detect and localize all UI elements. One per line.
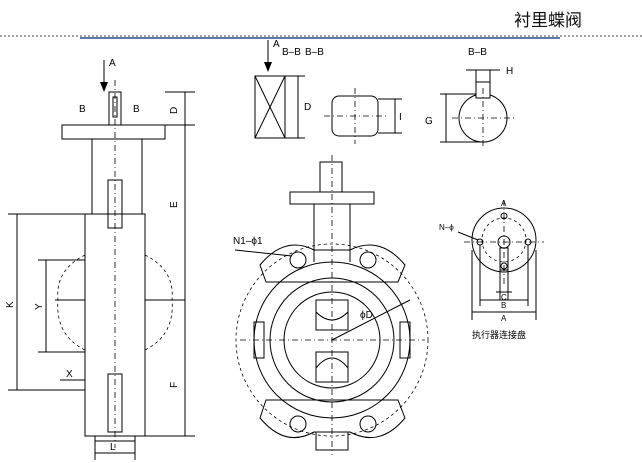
section-a-arrow: A <box>273 39 280 50</box>
side-dim-e: E <box>169 201 180 208</box>
front-view: ϕD N1–ϕ1 <box>233 155 429 455</box>
section-view-a: A B–B D <box>254 39 311 139</box>
section-c-dim-h: H <box>506 66 513 77</box>
front-bolt-hole-tr <box>359 251 377 269</box>
section-a-key <box>254 75 286 139</box>
side-arrow-label: A <box>109 58 116 69</box>
section-view-c: B–B H G <box>425 47 514 148</box>
front-dim-phi-d: ϕD <box>360 310 373 321</box>
section-b-dim-i: I <box>399 112 402 123</box>
side-dim-k: K <box>5 301 16 308</box>
side-body <box>84 213 146 437</box>
front-flange-pcd <box>235 243 429 437</box>
front-bolt-hole-br <box>359 415 377 433</box>
side-dim-y: Y <box>34 303 45 310</box>
section-c-title: B–B <box>468 47 487 58</box>
actuator-pad-label: 执行器连接盘 <box>472 329 526 341</box>
actuator-top-a: A <box>501 199 507 208</box>
side-dim-f: F <box>169 382 180 388</box>
actuator-dim-a: A <box>501 314 507 323</box>
section-a-dim-d: D <box>304 102 311 113</box>
actuator-dim-c: C <box>501 293 507 302</box>
actuator-dim-b: B <box>501 301 506 310</box>
side-top-flange <box>61 124 166 140</box>
side-dim-b-left: B <box>79 104 86 115</box>
front-bolt-hole-bl <box>289 415 307 433</box>
side-dim-l: L <box>110 442 116 453</box>
side-dim-d: D <box>169 107 180 114</box>
front-bolt-hole-tl <box>289 251 307 269</box>
front-dim-n1: N1–ϕ1 <box>233 236 263 247</box>
drawing-title: 衬里蝶阀 <box>514 11 582 31</box>
section-b-title: B–B <box>305 47 324 58</box>
actuator-pad-outer <box>471 207 537 273</box>
section-view-b: B–B I <box>305 47 402 144</box>
side-dim-x: X <box>66 369 73 380</box>
section-c-dim-g: G <box>425 116 433 127</box>
side-view: A B B D E F K Y X <box>5 58 195 460</box>
section-a-title: B–B <box>282 47 301 58</box>
side-dim-b-right: B <box>133 104 140 115</box>
actuator-pad: A N–ϕ C B A 执行器连接盘 <box>439 199 544 341</box>
actuator-n-phi: N–ϕ <box>439 223 454 232</box>
